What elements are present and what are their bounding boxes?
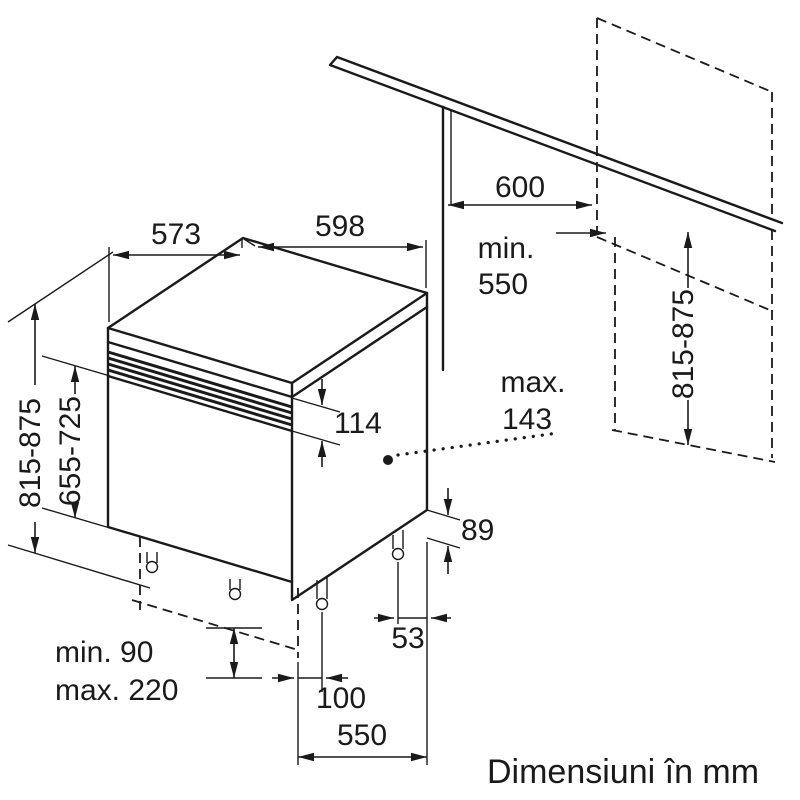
dim-top-offset-value: 143	[502, 403, 552, 436]
dim-top-depth-label: 573	[151, 218, 201, 251]
dim-plinth-max-label: max. 220	[55, 674, 178, 707]
dim-top-depth-573: 573	[108, 218, 243, 322]
dim-foot-inset-label: 53	[391, 622, 424, 655]
appliance-drawing	[106, 236, 429, 658]
foot-base	[391, 547, 405, 561]
adjustable-foot-front-right	[228, 579, 242, 601]
leader-dotted-line	[396, 431, 560, 457]
dim-cabinet-depth-600: 600	[448, 171, 592, 210]
appliance-top-face	[106, 236, 429, 385]
adjustable-foot-side-front	[315, 576, 329, 611]
dim-top-width-label: 598	[315, 210, 365, 243]
dim-niche-min-word: min.	[478, 232, 535, 265]
dim-niche-min-550: min. 550	[478, 228, 606, 301]
dim-plinth-range: min. 90 max. 220	[55, 627, 262, 707]
dim-toe-kick-label: 100	[316, 682, 366, 715]
dim-niche-min-value: 550	[478, 268, 528, 301]
dim-niche-height-label: 815-875	[667, 289, 700, 399]
dim-top-offset-word: max.	[500, 366, 565, 399]
dim-height-left-label: 815-875	[14, 398, 47, 508]
dim-cabinet-depth-label: 600	[495, 171, 545, 204]
foot-base	[145, 560, 159, 574]
dim-base-depth-550: 550	[298, 719, 427, 762]
dim-height-left-815-875: 815-875	[7, 251, 151, 589]
dim-door-height-label: 655-725	[54, 396, 87, 506]
dim-top-offset-max-143: max. 143	[383, 366, 566, 465]
adjustable-foot-side-rear	[391, 530, 405, 561]
adjustable-foot-front-left	[145, 552, 159, 574]
caption: Dimensiuni în mm	[487, 753, 759, 791]
dim-base-rear-height-label: 89	[461, 514, 494, 547]
dim-foot-inset-53: 53	[374, 542, 451, 765]
countertop-edge	[328, 55, 784, 233]
dim-base-depth-label: 550	[337, 719, 387, 752]
niche-hidden-outline	[596, 17, 776, 463]
plinth-hidden-lines	[131, 537, 299, 658]
dim-door-height-655-725: 655-725	[41, 355, 111, 529]
dim-base-rear-height-89: 89	[426, 488, 494, 574]
door-top-edge	[106, 374, 294, 433]
appliance-side-face	[290, 291, 429, 602]
foot-base	[228, 587, 242, 601]
foot-base	[315, 597, 329, 611]
niche-drawing	[328, 17, 784, 463]
dim-top-width-598: 598	[243, 210, 427, 288]
dim-plinth-min-label: min. 90	[55, 636, 153, 669]
reference-dot	[383, 455, 393, 465]
control-panel-hatch	[107, 350, 293, 427]
dim-panel-height-114: 114	[291, 379, 382, 467]
dim-niche-height-815-875: 815-875	[667, 232, 700, 445]
dim-toe-kick-100: 100	[272, 612, 366, 765]
dim-panel-height-label: 114	[334, 407, 382, 440]
